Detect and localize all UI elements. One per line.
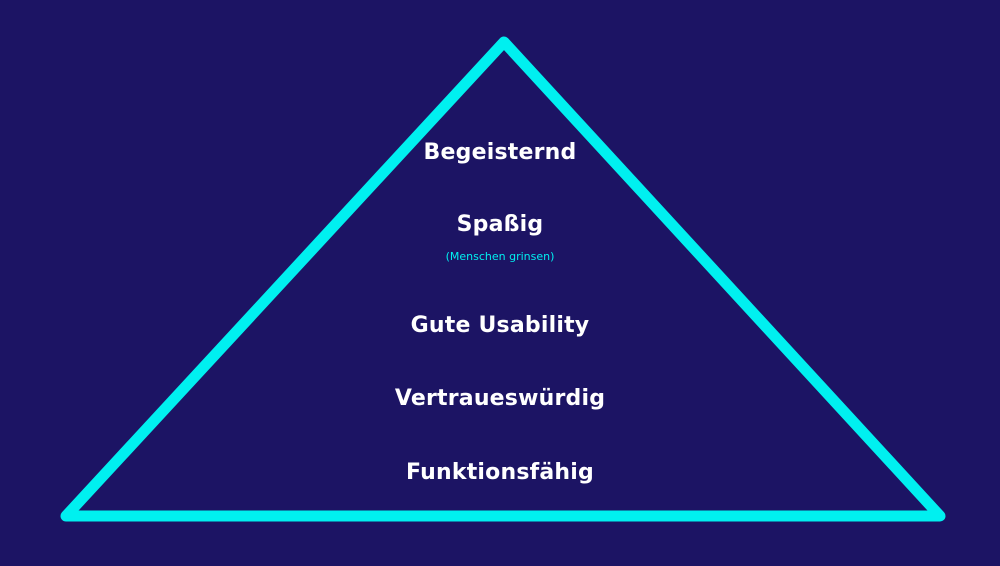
level-gute-usability-label: Gute Usability (410, 313, 590, 338)
level-funktionsfaehig-label: Funktionsfähig (406, 460, 594, 485)
level-begeisternd-label: Begeisternd (423, 140, 577, 165)
level-vertraueswuerdig-label: Vertraueswürdig (394, 386, 606, 411)
level-spassig-note: (Menschen grinsen) (445, 250, 555, 263)
level-spassig-label: Spaßig (456, 212, 544, 237)
